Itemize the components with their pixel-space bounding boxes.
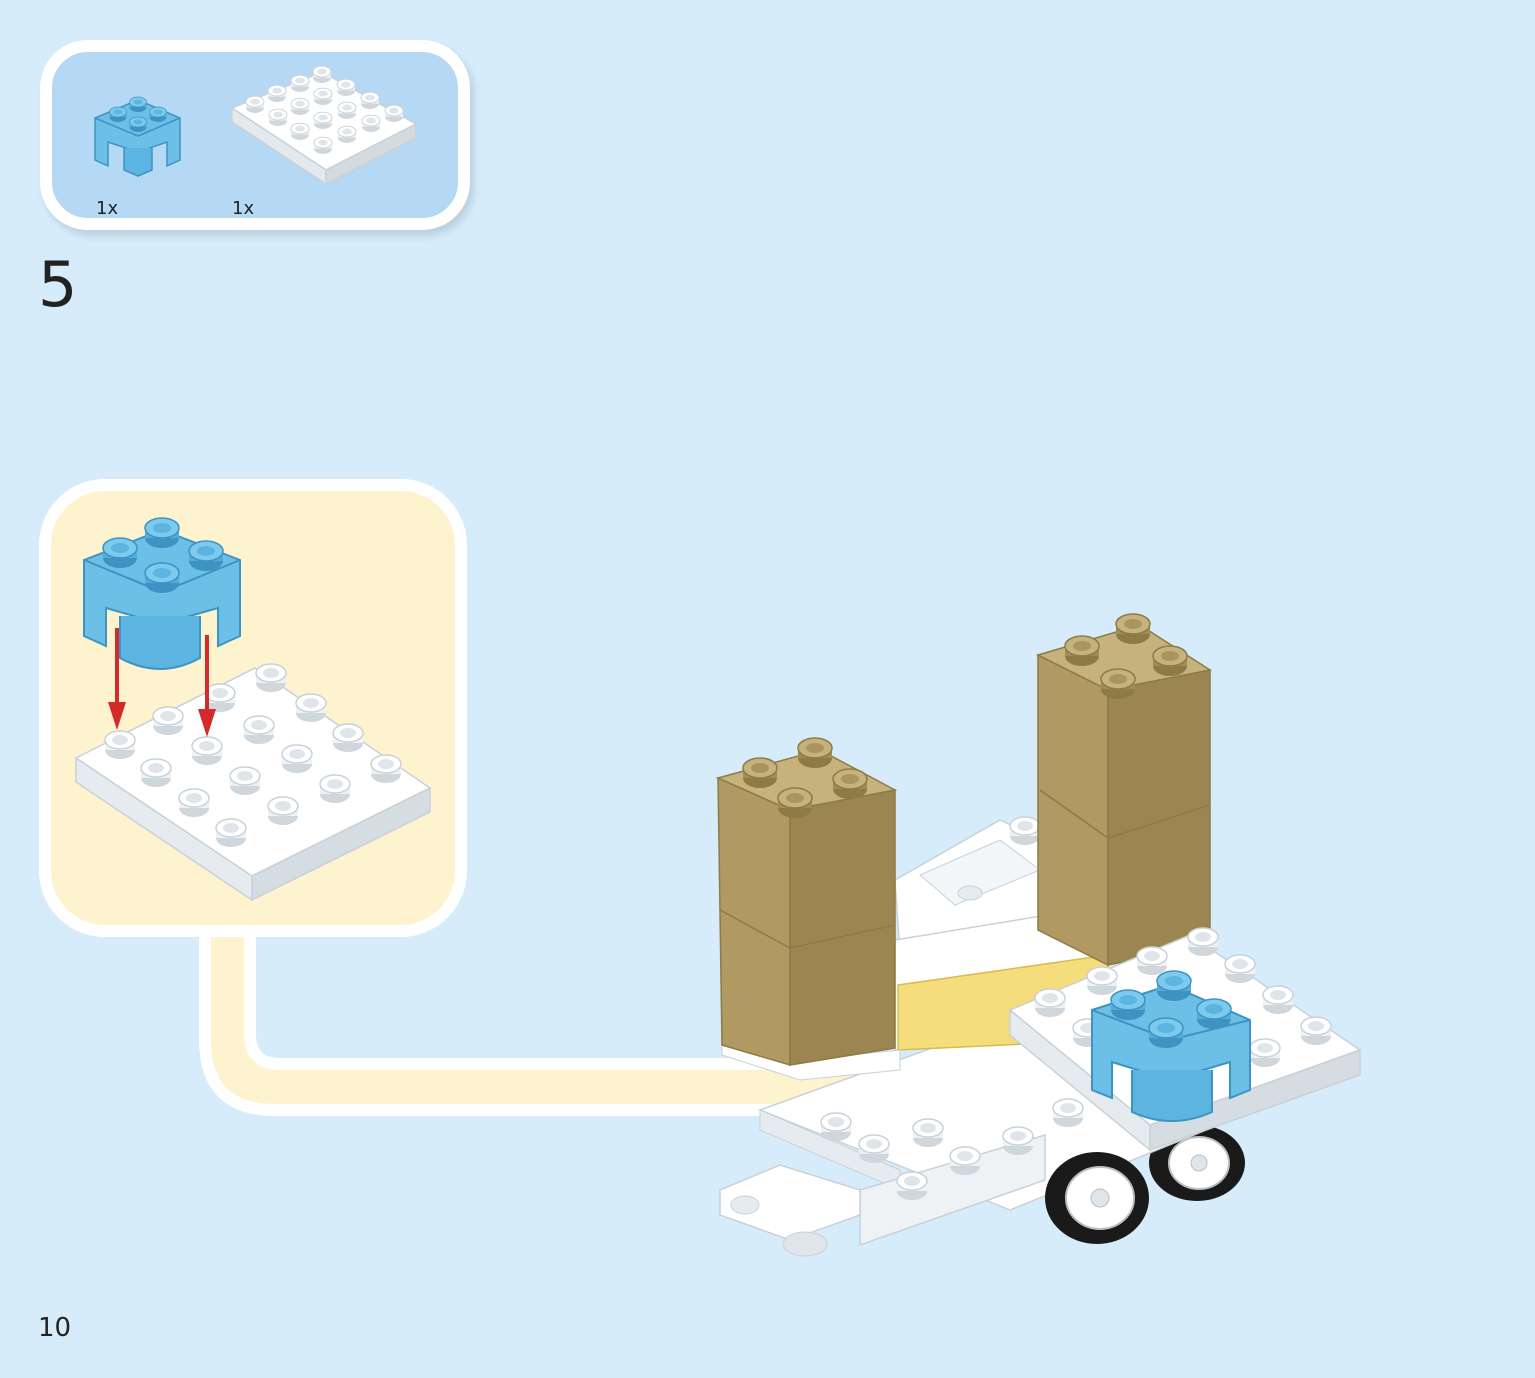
step-number: 5 <box>38 248 78 321</box>
wheel-front <box>1045 1152 1149 1244</box>
parts-list-panel: 1x 1x <box>40 40 470 230</box>
tan-pillar-left <box>715 737 898 1067</box>
model-white-plate <box>1008 927 1362 1152</box>
part-quantity-white-plate: 1x <box>232 198 255 219</box>
model-azure-brick <box>1091 970 1251 1122</box>
trailer-model <box>715 613 1362 1257</box>
page-number: 10 <box>38 1313 72 1343</box>
callout-box <box>39 479 467 937</box>
placement-arrows <box>108 628 216 737</box>
tan-pillar-right <box>1035 613 1212 967</box>
part-quantity-azure-brick: 1x <box>96 198 119 219</box>
callout-azure-brick <box>83 517 241 670</box>
wheel-rear <box>1149 1125 1245 1201</box>
callout-white-plate <box>74 663 432 902</box>
callout-connector-arrow <box>199 914 1061 1146</box>
